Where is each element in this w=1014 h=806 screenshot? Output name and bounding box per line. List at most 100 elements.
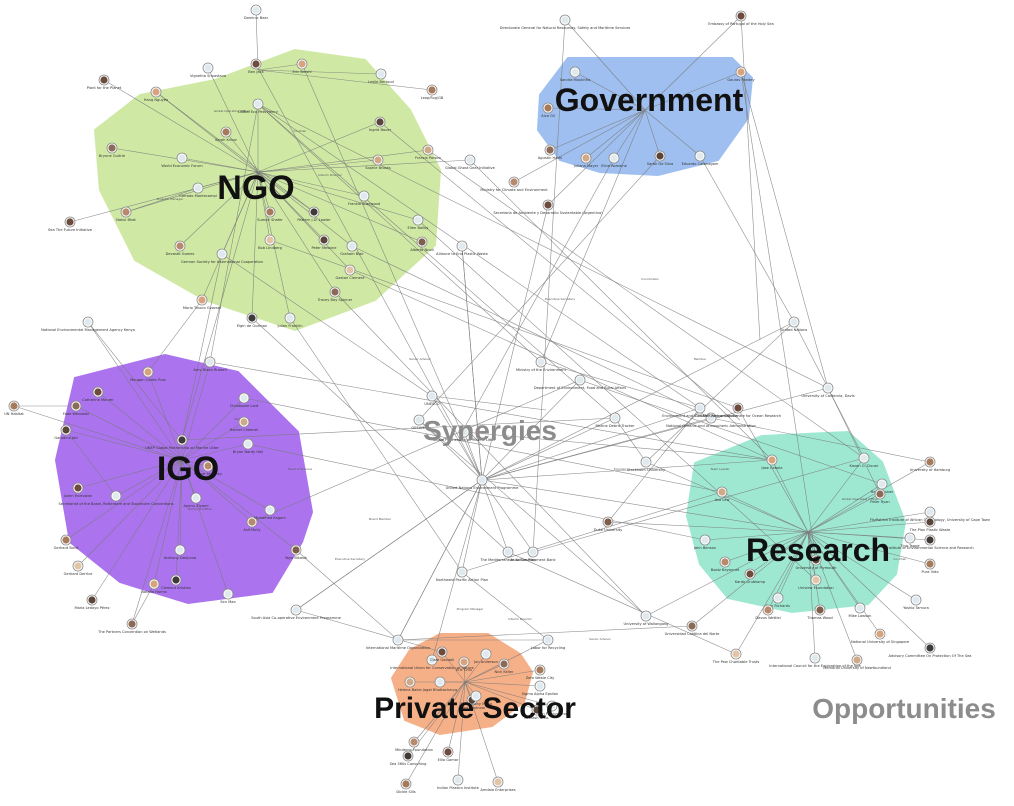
node-igo-0[interactable]: National Environmental Management Agency… bbox=[41, 316, 135, 332]
node-ngo-9[interactable]: Global Ghost Gear Initiative bbox=[445, 154, 496, 170]
node-top-1[interactable]: Ben Jack bbox=[248, 58, 265, 74]
node-government-0[interactable]: Directorate General for Natural Resource… bbox=[500, 14, 631, 30]
node-ngo-14[interactable]: Sumeir Shafer bbox=[257, 206, 283, 222]
node-research-8[interactable]: Ava Lew bbox=[715, 486, 730, 502]
node-igo-14[interactable]: Gerhard Burtt bbox=[54, 534, 79, 550]
node-center-13[interactable]: International Union for Conservation of … bbox=[390, 654, 474, 670]
node-research-13[interactable]: Institute of Environmental Science and R… bbox=[886, 534, 974, 550]
node-research-0[interactable]: Kaven O. Clouer bbox=[850, 452, 879, 468]
node-ngo-16[interactable]: Bob Lindberg bbox=[258, 234, 282, 250]
node-private-10[interactable]: Minderoo Foundation bbox=[395, 736, 433, 752]
node-research-16[interactable]: Uniview Foundation bbox=[798, 574, 834, 590]
node-government-10[interactable]: Ministry for Climate and Environment bbox=[480, 176, 548, 192]
node-private-12[interactable]: Eileen Flavius Group bbox=[534, 700, 571, 716]
node-ngo-24[interactable]: Julian Franklin bbox=[276, 312, 303, 328]
node-government-5[interactable]: Agustin Hathi bbox=[538, 144, 562, 160]
node-government-6[interactable]: Eline Romaine bbox=[601, 152, 628, 168]
node-igo-5[interactable]: Fade Wesvaski bbox=[63, 400, 89, 416]
node-center-9[interactable]: The Mediterranean Action Plan bbox=[479, 546, 536, 562]
node-igo-17[interactable]: Maria Ledayo Pérez bbox=[75, 594, 110, 610]
node-center-5[interactable]: National Oceanic and Atmospheric Adminis… bbox=[666, 412, 756, 428]
node-center-2[interactable]: GESAMP bbox=[411, 414, 427, 430]
node-ngo-7[interactable]: Ingrid Bauer bbox=[369, 116, 392, 132]
node-ngo-11[interactable]: Sea The Future Initiative bbox=[48, 216, 93, 232]
node-research-2[interactable]: Jose Cebola bbox=[761, 454, 783, 470]
node-ngo-26[interactable]: Gaston Clement bbox=[335, 264, 365, 280]
node-igo-16[interactable]: Gerhard Derrice bbox=[64, 560, 94, 576]
node-center-11[interactable]: South Asia Co-operative Environment Prog… bbox=[251, 604, 342, 620]
node-igo-20[interactable]: Asif Molly bbox=[243, 516, 261, 532]
node-research-12[interactable]: Tina Tappe bbox=[899, 532, 920, 548]
node-ngo-18[interactable]: Graham Blair bbox=[340, 240, 364, 256]
node-center-4[interactable]: Marine Debris Tracker bbox=[595, 412, 635, 428]
node-igo-13[interactable]: UNEP Global Partnership on Marine Litter bbox=[145, 434, 219, 450]
node-government-7[interactable]: Sarah De Silva bbox=[647, 150, 673, 166]
node-research-22[interactable]: National University of Singapore bbox=[851, 628, 910, 644]
node-ngo-21[interactable]: German Society for International Coopera… bbox=[181, 248, 263, 264]
node-government-8[interactable]: Juliana Mayer bbox=[573, 152, 599, 168]
node-private-2[interactable]: Eric Chiu bbox=[456, 656, 472, 672]
node-ngo-3[interactable]: Global Eco Pets Henry bbox=[238, 98, 279, 114]
node-private-9[interactable]: Jagat Bhattacharya bbox=[422, 676, 458, 692]
node-ngo-8[interactable]: Francis Parson bbox=[415, 144, 441, 160]
node-ngo-6[interactable]: World Economic Forum bbox=[161, 152, 203, 168]
node-ngo-17[interactable]: Peter Messine bbox=[311, 234, 337, 250]
node-ngo-4[interactable]: Sarah Krikor bbox=[215, 126, 238, 142]
node-research-11[interactable]: Kardo Grubkamp bbox=[735, 568, 766, 584]
node-ngo-22[interactable]: Mario Tinoco Gvozsef bbox=[183, 294, 222, 310]
node-government-12[interactable]: Ministry of the Environment bbox=[516, 356, 567, 372]
node-igo-15[interactable]: Apanu Ziyami bbox=[184, 492, 209, 508]
node-ngo-25[interactable]: Tracey Bay Spinner bbox=[317, 286, 353, 302]
node-government-4[interactable]: Alvo Gil bbox=[541, 102, 555, 118]
node-igo-4[interactable]: UN Habitat bbox=[4, 400, 24, 416]
node-research-21[interactable]: Mike Lawson bbox=[849, 602, 872, 618]
node-igo-8[interactable]: Harriet Cheerah bbox=[230, 416, 259, 432]
node-government-9[interactable]: Eduardo Catanagam bbox=[682, 150, 719, 166]
node-igo-6[interactable]: Christophe Lord bbox=[230, 392, 259, 408]
node-center-16[interactable]: University of California, Davis bbox=[801, 382, 855, 398]
node-center-14[interactable]: Alliance to End Plastic Waste bbox=[436, 240, 489, 256]
node-igo-24[interactable]: Sen Mao bbox=[220, 588, 236, 604]
node-center-7[interactable]: Department of Environment, Food and Rura… bbox=[534, 374, 626, 390]
node-igo-10[interactable]: Sarvar Maloney bbox=[194, 460, 223, 476]
node-top-3[interactable]: Leslie Bertoud bbox=[368, 68, 394, 84]
node-private-6[interactable]: Sigma Alpha Epsilon bbox=[522, 680, 559, 696]
node-research-25[interactable]: Universidad Católica del Norte bbox=[665, 620, 721, 636]
node-private-17[interactable]: Avinash & Co. bbox=[525, 704, 550, 720]
node-private-15[interactable]: Indian Plastics Institute bbox=[437, 774, 480, 790]
node-igo-2[interactable]: Mougan Cedric Ruiz bbox=[130, 366, 166, 382]
node-center-6[interactable]: Environment and Climate Change Canada bbox=[662, 402, 738, 418]
node-igo-12[interactable]: Secretariat of the Basel, Rotterdam and … bbox=[58, 490, 174, 506]
node-government-3[interactable]: Sandra Moutinho bbox=[560, 66, 591, 82]
node-research-19[interactable]: Thomas Wood bbox=[806, 604, 833, 620]
node-research-14[interactable]: Pura Vida bbox=[921, 558, 939, 574]
node-ngo-13[interactable]: Pattern J.D. Lawler bbox=[297, 206, 331, 222]
node-research-10[interactable]: Boatz Bayonnet bbox=[711, 556, 740, 572]
node-igo-18[interactable]: Anthony Danjuma bbox=[164, 544, 196, 560]
node-private-1[interactable]: Clare Goodall bbox=[430, 646, 454, 662]
node-research-9[interactable]: John Benson bbox=[693, 534, 716, 550]
node-igo-9[interactable]: Bryan Nardy Hall bbox=[233, 438, 263, 454]
node-ngo-10[interactable]: Nakul Bhat bbox=[116, 206, 136, 222]
node-ngo-19[interactable]: Alberto Nnoli bbox=[410, 236, 434, 252]
node-ngo-23[interactable]: Elgin de Guzman bbox=[237, 312, 268, 328]
node-private-4[interactable]: Zero Waste City bbox=[526, 664, 555, 680]
node-private-5[interactable]: Nick Keller bbox=[495, 658, 514, 674]
node-private-3[interactable]: Jon Anderson bbox=[473, 648, 498, 664]
node-research-24[interactable]: University of Wollongong bbox=[624, 610, 669, 626]
node-top-2[interactable]: Eric Breshl bbox=[292, 58, 312, 74]
node-private-0[interactable]: Labor for Recycling bbox=[531, 634, 566, 650]
node-research-23[interactable]: Advisory Committee On Protection Of The … bbox=[888, 642, 972, 658]
node-research-7[interactable]: The Plan Plastic Waste bbox=[909, 516, 951, 532]
node-research-30[interactable]: Stockholm University bbox=[627, 456, 666, 472]
node-ngo-28[interactable]: Sophie Brooks bbox=[365, 154, 391, 170]
node-research-17[interactable]: University of Plymouth bbox=[796, 554, 837, 570]
node-top-4[interactable]: Leap/Fog/GB bbox=[421, 84, 444, 100]
node-government-1[interactable]: Embassy of Portugal of the Holy Sea bbox=[708, 10, 774, 26]
node-research-15[interactable]: Yoshio Tamura bbox=[903, 594, 929, 610]
node-igo-3[interactable]: Amy Dixon Russell bbox=[193, 356, 227, 372]
node-research-29[interactable]: Duke University bbox=[594, 516, 623, 532]
node-research-5[interactable]: Peter Ryan bbox=[870, 488, 890, 504]
node-ngo-2[interactable]: Hang Nguyen bbox=[144, 86, 168, 102]
node-private-11[interactable]: Ellio Gamar bbox=[438, 746, 459, 762]
